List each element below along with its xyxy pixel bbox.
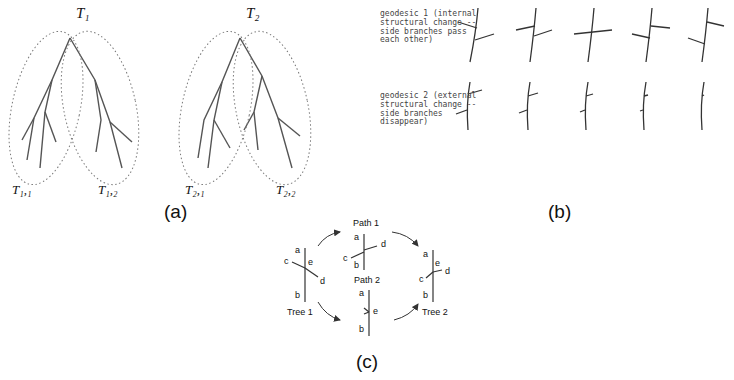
node-letter: a [359,289,364,299]
transition-arrows [318,232,418,320]
geodesic-note: geodesic 1 (internal structural change -… [380,10,484,45]
node-letter: e [373,307,378,317]
subtree-name: T₁,₂ [98,183,118,197]
path-name: Path 2 [354,276,380,286]
node-letter: e [308,258,313,268]
node-letter: a [354,233,359,243]
tree-name: T₂ [246,5,260,22]
node-letter: b [295,291,300,301]
node-letter: e [435,259,440,269]
node-letter: c [343,254,348,264]
node-letter: b [359,325,364,335]
panel-label: (b) [548,202,571,223]
geodesic-1-frames [458,8,724,62]
subtree-outline [167,24,324,192]
tree-t1 [22,38,132,168]
tree-name: Tree 1 [287,308,313,318]
panel-label: (c) [356,352,378,373]
tree-t2 [198,38,300,168]
tree-figures [292,234,442,336]
node-letter: c [284,257,289,267]
panel-label: (a) [164,202,187,223]
geodesic-2-frames [456,82,704,130]
geodesic-note: geodesic 2 (external structural change -… [380,92,484,127]
tree-name: Tree 2 [422,308,448,318]
subtree-name: T₂,₁ [185,183,205,197]
node-letter: d [320,277,325,287]
node-letter: d [381,240,386,250]
subtree-outline [0,24,151,192]
path-name: Path 1 [353,219,379,229]
subtree-name: T₁,₁ [12,183,32,197]
node-letter: c [419,275,424,285]
node-letter: b [354,261,359,271]
node-letter: d [445,267,450,277]
subtree-name: T₂,₂ [276,183,296,197]
node-letter: a [295,246,300,256]
node-letter: b [423,291,428,301]
node-letter: a [423,250,428,260]
tree-name: T₁ [76,5,90,22]
